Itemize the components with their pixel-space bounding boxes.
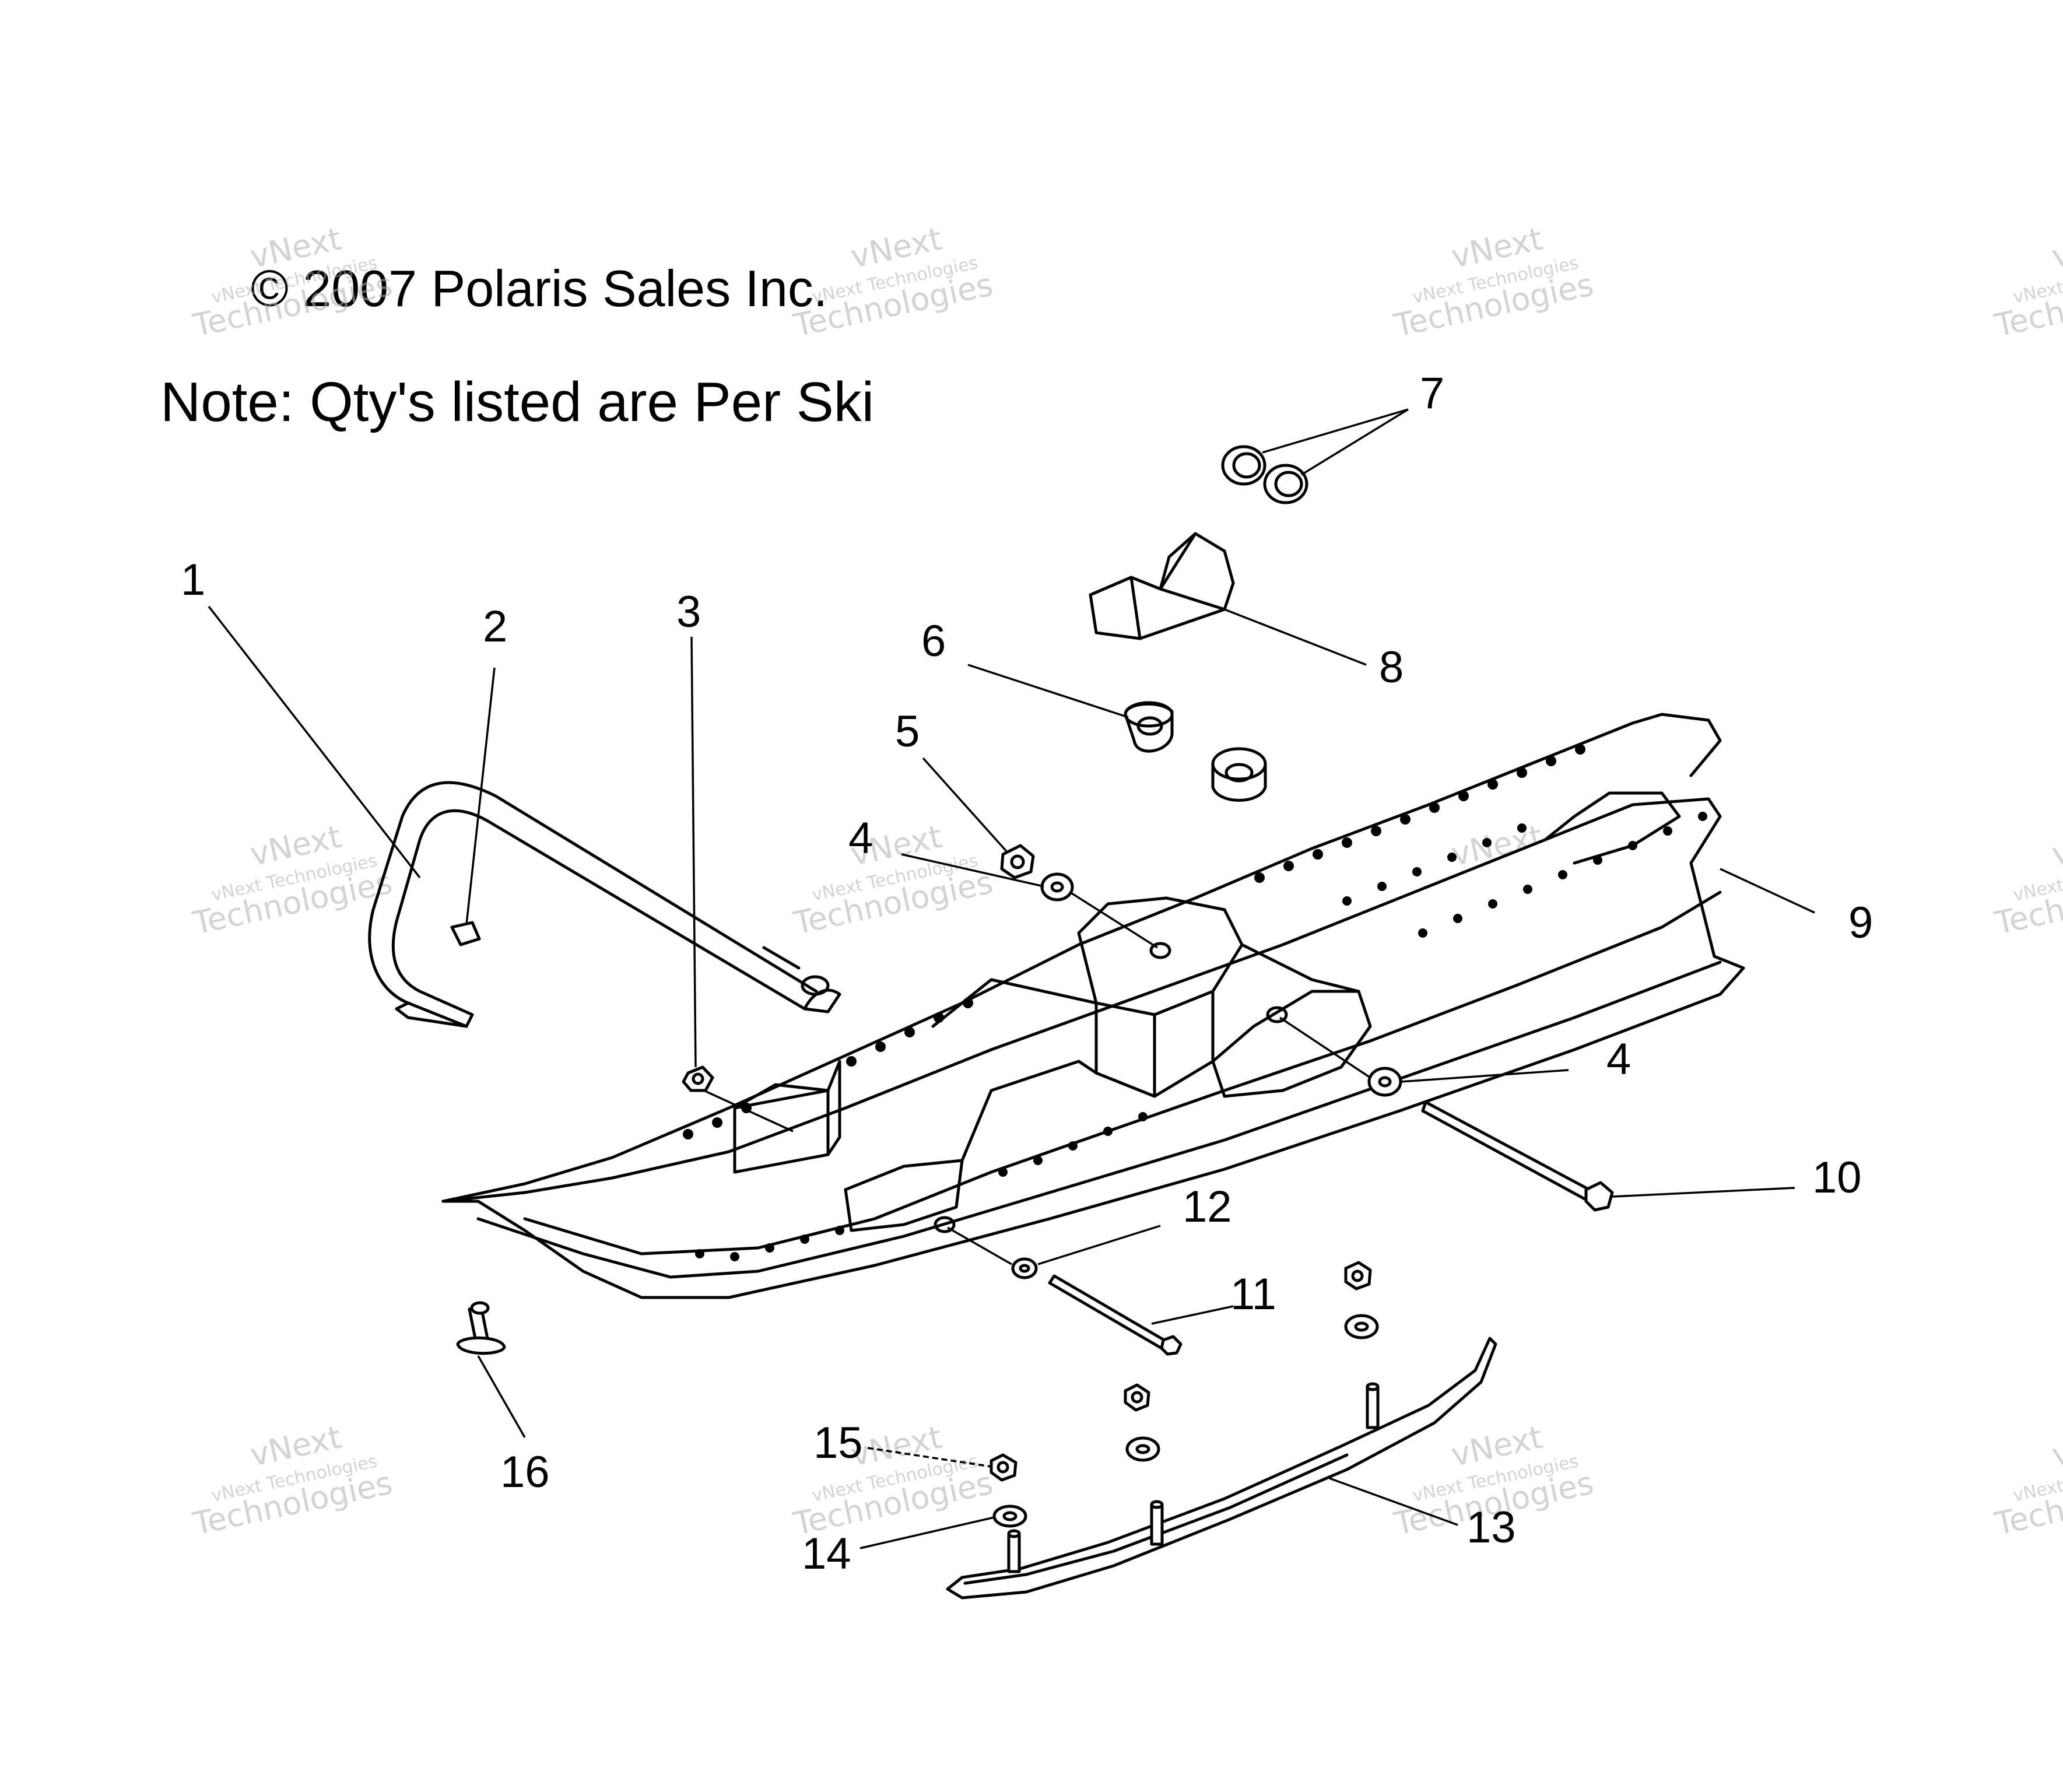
leader-12 [1037,1225,1161,1265]
carbide-runner-13 [946,1337,1497,1600]
runner-stud [1007,1532,1021,1573]
leader-4b-extension [1279,1016,1371,1079]
mount-hole [1266,1006,1288,1023]
watermark: vNext vNext Technologies Technologies [190,818,395,942]
runner-stud-top [1366,1382,1380,1391]
rivet-16 [456,1301,506,1355]
watermark: vNext vNext Technologies Technologies [1991,1419,2063,1543]
callout-1: 1 [181,555,205,605]
runner-stud-top [1150,1500,1164,1509]
leader-3-extension [703,1089,794,1132]
callout-8: 8 [1379,643,1404,692]
ski-handle [368,781,841,1028]
watermark: vNext vNext Technologies Technologies [1391,220,1597,345]
leader-13 [1329,1477,1458,1526]
watermark: vNext vNext Technologies Technologies [190,220,395,345]
leader-15 [867,1447,992,1468]
leader-12-extension [947,1226,1012,1265]
callout-6: 6 [921,616,946,666]
leader-lines [208,408,1815,1549]
runner-washer [1125,1436,1160,1462]
leader-1 [208,605,421,879]
runner-stud [1150,1503,1164,1546]
leader-11 [1151,1305,1234,1325]
washer-12 [1011,1257,1038,1279]
callout-4b: 4 [1606,1034,1631,1084]
callout-14: 14 [802,1529,851,1579]
callout-16: 16 [500,1447,550,1497]
runner-washer [1344,1314,1379,1339]
washer-4a [1040,872,1074,902]
callout-7: 7 [1420,369,1444,418]
leader-3 [690,636,697,1068]
spacer-7 [1221,445,1308,504]
leader-7a [1262,408,1409,454]
watermark: vNext vNext Technologies Technologies [190,1419,395,1543]
watermark: vNext vNext Technologies Technologies [1991,818,2063,942]
callout-2: 2 [483,602,507,651]
callout-13: 13 [1466,1503,1516,1552]
mount-hole [934,1216,956,1233]
mount-hole [1149,942,1171,959]
leader-2 [465,667,496,925]
leader-16 [477,1355,526,1438]
handle-nut [450,921,481,946]
callout-9: 9 [1848,898,1873,948]
watermark: vNext vNext Technologies Technologies [790,1419,996,1543]
nut-15 [990,1453,1018,1482]
callout-5: 5 [895,707,920,756]
callouts: 1 2 3 4 4 5 6 7 8 9 10 11 12 13 14 15 16 [181,369,1873,1579]
rail-texture [683,744,1707,1261]
bushing-6 [1124,701,1174,753]
bolt-10 [1421,1100,1614,1212]
wear-block-8 [1089,532,1235,640]
runner-stud [1366,1385,1380,1429]
nut-3 [682,1065,714,1092]
svg-text:Technologies: Technologies [1991,1464,2063,1542]
washer-14 [992,1505,1027,1528]
leader-8 [1224,608,1367,666]
runner-nut [1344,1261,1372,1290]
bushing-6b [1211,747,1267,802]
leader-9 [1720,868,1815,914]
runner-stud-top [1007,1529,1021,1538]
callout-15: 15 [813,1418,863,1468]
callout-12: 12 [1183,1182,1232,1232]
note-text: Note: Qty's listed are Per Ski [160,371,874,433]
callout-3: 3 [676,587,701,637]
nut-5 [1000,844,1035,879]
copyright-text: © 2007 Polaris Sales Inc. [251,259,827,317]
leader-4b [1400,1069,1569,1083]
svg-text:vNext: vNext [2049,818,2063,873]
leader-10 [1612,1187,1795,1198]
leader-4a [901,853,1044,888]
ski-body [441,713,1745,1299]
leader-7b [1301,408,1409,476]
washer-4b [1367,1067,1402,1097]
runner-nut [1124,1383,1150,1412]
svg-text:vNext: vNext [2049,1419,2063,1474]
leader-4a-extension [1069,891,1158,949]
handle-end-hole [801,975,830,996]
callout-4a: 4 [848,813,873,863]
watermark: vNext vNext Technologies Technologies [1991,220,2063,345]
bolt-11 [1048,1274,1183,1356]
callout-10: 10 [1812,1153,1862,1202]
leader-5 [922,757,1009,854]
watermark: vNext vNext Technologies Technologies [790,818,996,942]
leader-6 [967,664,1129,718]
svg-text:vNext: vNext [2049,220,2063,275]
leader-14 [859,1516,995,1549]
svg-text:Technologies: Technologies [1991,266,2063,344]
callout-11: 11 [1230,1270,1276,1319]
svg-text:Technologies: Technologies [1991,864,2063,942]
